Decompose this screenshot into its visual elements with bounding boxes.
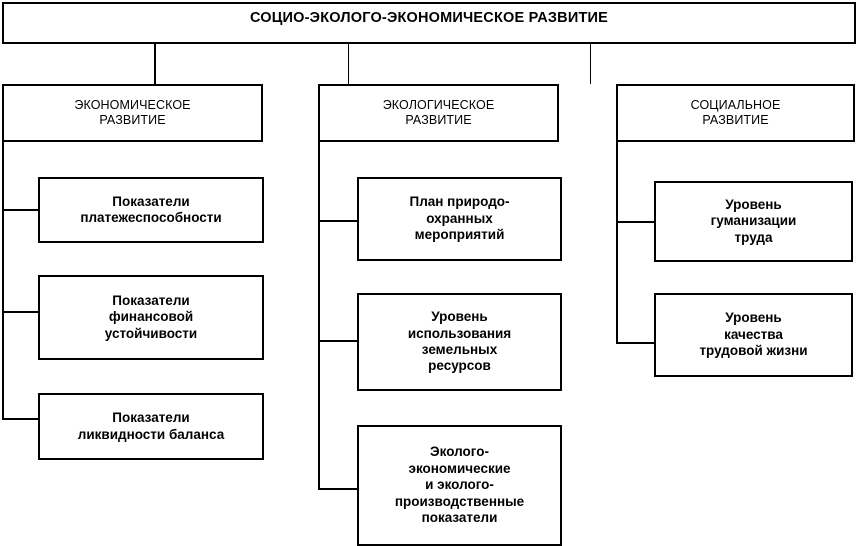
leaf-node-label: Показатели платежеспособности [80,193,222,225]
connector-ecological-to-nature-plan [318,220,358,222]
leaf-node-label: План природо- охранных мероприятий [409,194,510,243]
connector-economic-to-solvency [2,209,40,211]
category-node-label: ЭКОЛОГИЧЕСКОЕ РАЗВИТИЕ [382,97,495,127]
leaf-node-eco-economic-indicators: Эколого- экономические и эколого- произв… [357,425,562,546]
category-node-label: ЭКОНОМИЧЕСКОЕ РАЗВИТИЕ [74,97,191,127]
leaf-node-work-life-quality-level: Уровень качества трудовой жизни [654,293,853,377]
leaf-node-solvency: Показатели платежеспособности [38,177,264,243]
leaf-node-balance-liquidity: Показатели ликвидности баланса [38,393,264,460]
connector-social-to-work-life-quality [616,342,656,344]
connector-root-to-economic [154,44,156,84]
connector-social-to-labour-humanization [616,221,656,223]
category-node-economic: ЭКОНОМИЧЕСКОЕ РАЗВИТИЕ [2,84,263,142]
leaf-node-land-resources-usage: Уровень использования земельных ресурсов [357,293,562,391]
leaf-node-financial-stability: Показатели финансовой устойчивости [38,275,264,360]
leaf-node-label: Уровень использования земельных ресурсов [407,309,512,374]
root-node-label: СОЦИО-ЭКОЛОГО-ЭКОНОМИЧЕСКОЕ РАЗВИТИЕ [249,10,609,26]
connector-root-to-social [590,44,591,84]
leaf-node-label: Эколого- экономические и эколого- произв… [394,444,525,526]
connector-economic-to-financial-stability [2,311,40,313]
connector-ecological-to-land-resources [318,340,358,342]
connector-ecological-to-eco-economic [318,488,358,490]
leaf-node-label: Показатели финансовой устойчивости [104,292,198,341]
leaf-node-nature-protection-plan: План природо- охранных мероприятий [357,177,562,261]
category-node-label: СОЦИАЛЬНОЕ РАЗВИТИЕ [690,97,781,127]
category-node-social: СОЦИАЛЬНОЕ РАЗВИТИЕ [616,84,855,142]
leaf-node-label: Показатели ликвидности баланса [77,410,225,442]
spine-economic [2,142,4,420]
category-node-ecological: ЭКОЛОГИЧЕСКОЕ РАЗВИТИЕ [318,84,559,142]
leaf-node-label: Уровень гуманизации труда [710,196,797,245]
root-node-socio-eco-economic-development: СОЦИО-ЭКОЛОГО-ЭКОНОМИЧЕСКОЕ РАЗВИТИЕ [2,2,856,44]
leaf-node-labour-humanization-level: Уровень гуманизации труда [654,181,853,262]
spine-social [616,142,618,344]
spine-ecological [318,142,320,490]
connector-root-to-ecological [348,44,349,84]
leaf-node-label: Уровень качества трудовой жизни [699,310,808,359]
connector-economic-to-balance-liquidity [2,418,40,420]
